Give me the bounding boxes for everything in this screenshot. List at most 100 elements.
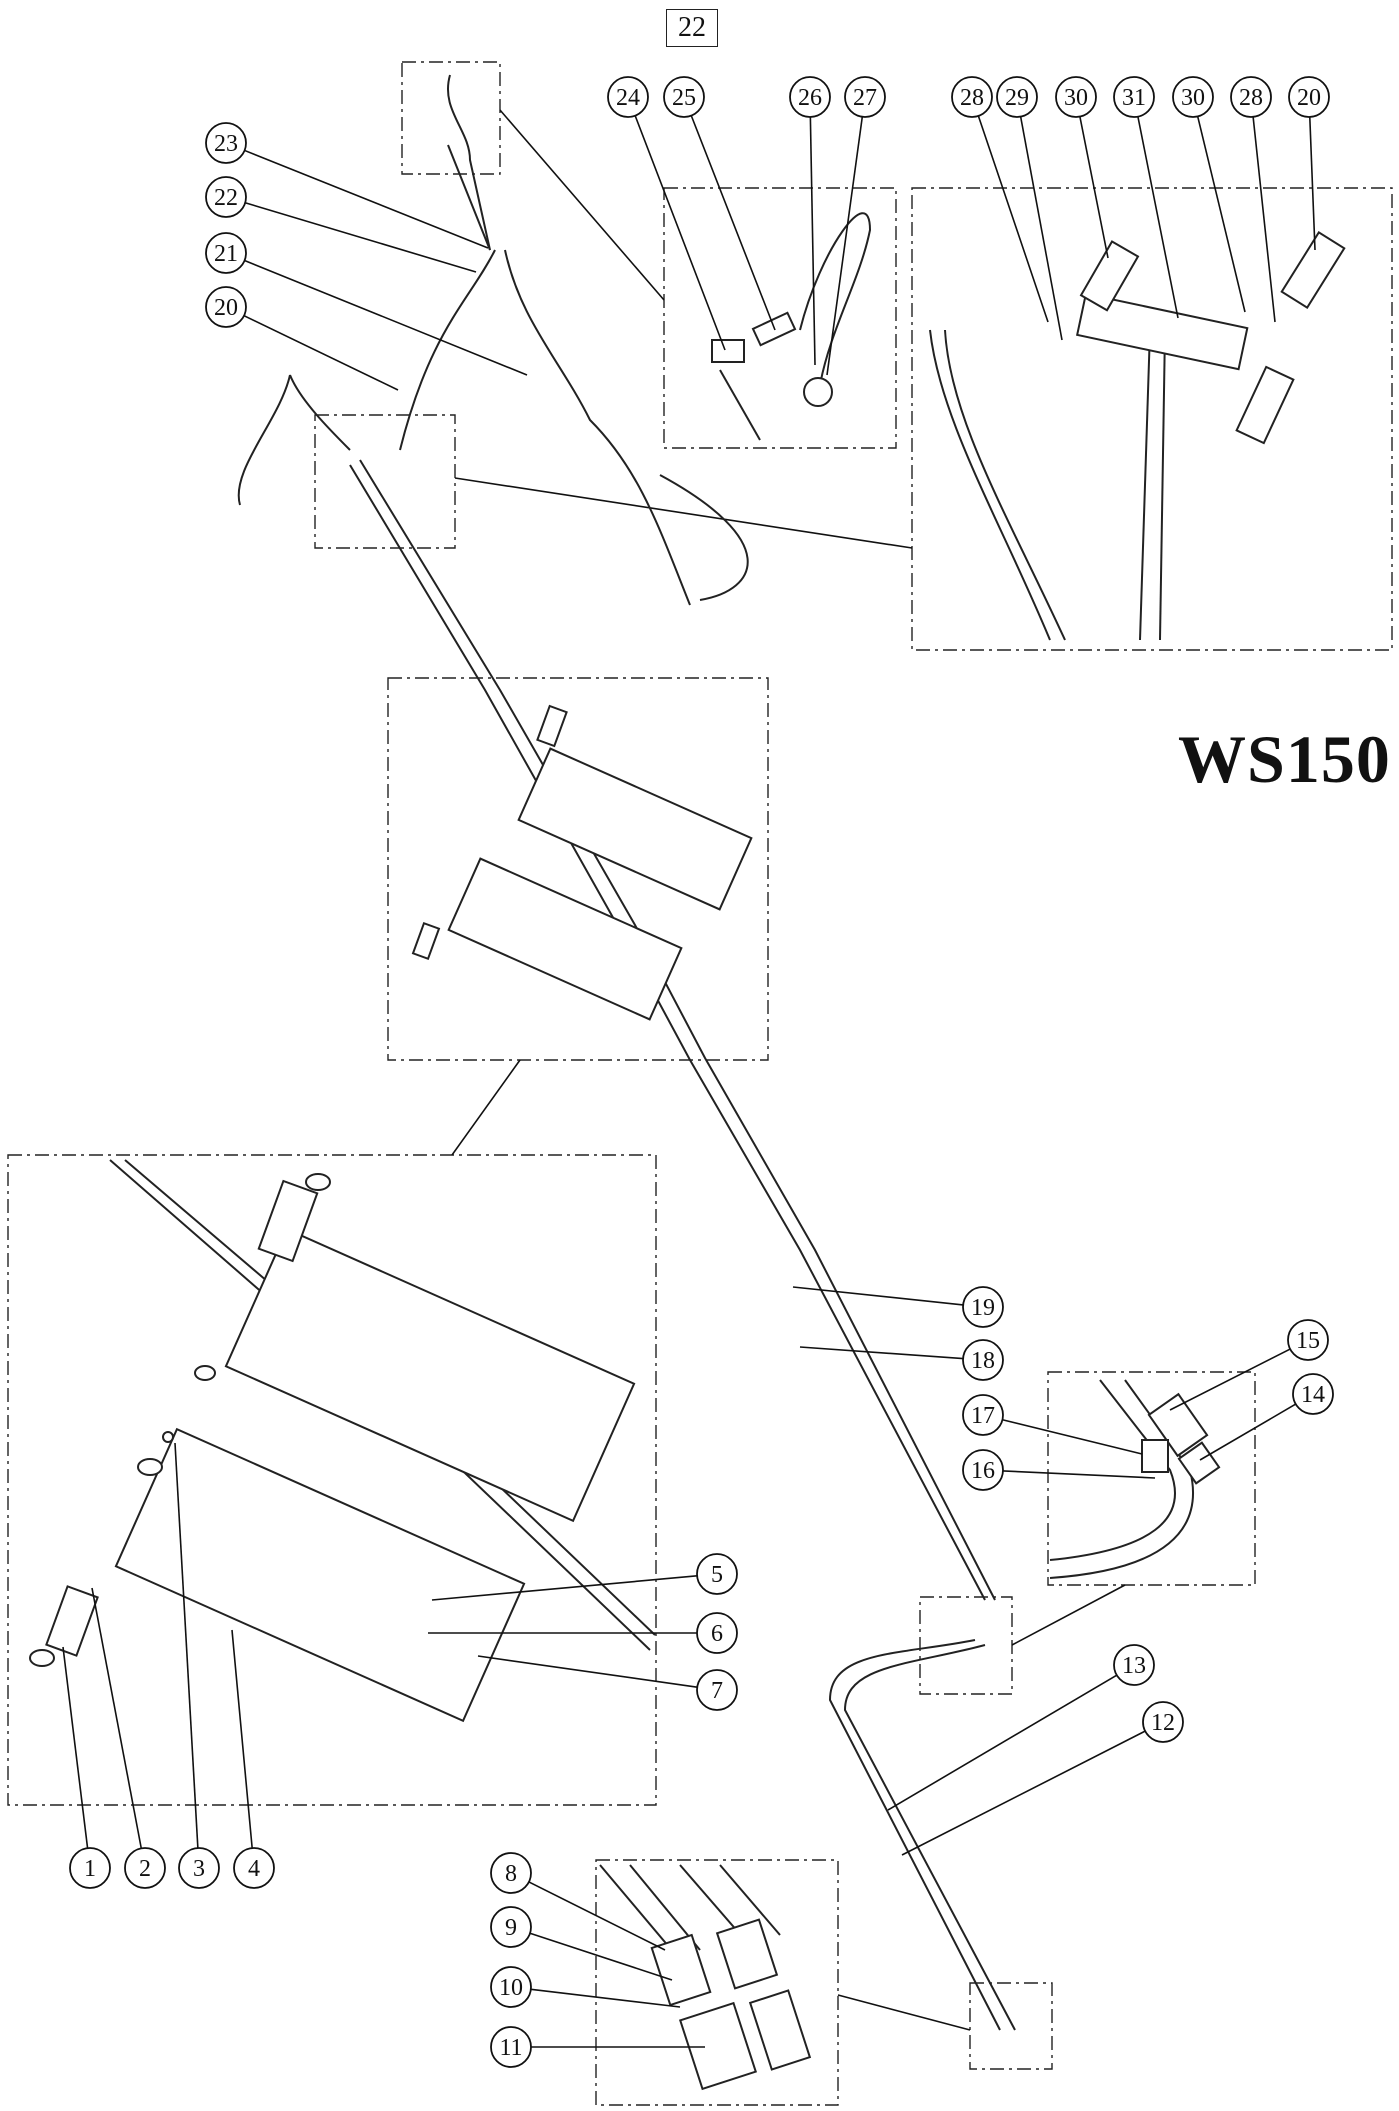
callout-6: 6: [428, 1612, 738, 1654]
callout-label: 1: [84, 1856, 96, 1882]
callout-7: 7: [477, 1655, 738, 1711]
callout-balloon: [996, 76, 1038, 118]
callout-label: 21: [214, 241, 238, 267]
callout-balloon: [607, 76, 649, 118]
callout-28: 28: [951, 76, 1049, 323]
junction-detail: [1049, 1379, 1221, 1579]
pin-small-bottom: [411, 921, 441, 961]
callout-leader-line: [91, 1587, 143, 1849]
callout-leader-line: [792, 1286, 964, 1306]
callout-15: 15: [1169, 1319, 1329, 1411]
callout-label: 19: [971, 1295, 995, 1321]
callout-leader-line: [1196, 116, 1246, 313]
callout-balloon: [205, 286, 247, 328]
callout-27: 27: [826, 76, 886, 376]
callout-label: 28: [1239, 85, 1263, 111]
callout-leader-line: [1252, 116, 1276, 323]
callout-9: 9: [490, 1906, 673, 1981]
callout-leader-line: [529, 1932, 673, 1981]
callout-balloon: [663, 76, 705, 118]
callout-11: 11: [490, 2026, 705, 2068]
callout-balloon: [962, 1286, 1004, 1328]
callout-label: 16: [971, 1458, 995, 1484]
callout-label: 20: [1297, 85, 1321, 111]
callout-leader-line: [690, 115, 776, 331]
cylinder-upper: [224, 1227, 636, 1523]
o-ring-bottom: [29, 1649, 55, 1667]
callout-label: 27: [853, 85, 877, 111]
callout-8: 8: [490, 1852, 666, 1951]
callout-22: 22: [205, 176, 477, 273]
frame-coupler-small: [969, 1982, 1053, 2070]
cylinder-detail: [29, 1159, 656, 1723]
frame-cylinder-detail: [7, 1154, 657, 1806]
callout-leader-line: [1169, 1348, 1291, 1411]
frame-connectors: [451, 109, 1126, 2031]
callout-leader-line: [243, 314, 399, 391]
callout-label: 29: [1005, 85, 1029, 111]
callout-label: 10: [499, 1975, 523, 2001]
callout-23: 23: [205, 122, 489, 249]
callout-leader-line: [62, 1646, 89, 1849]
frame-cylinder-small: [387, 677, 769, 1061]
elbow-fitting: [711, 339, 745, 363]
callout-balloon: [696, 1553, 738, 1595]
callout-20: 20: [1288, 76, 1330, 251]
hose-end-right: [1280, 230, 1346, 310]
callout-label: 26: [798, 85, 822, 111]
callout-label: 30: [1181, 85, 1205, 111]
callout-balloon: [1113, 1644, 1155, 1686]
cylinder-overview: [411, 704, 753, 1021]
callout-leader-line: [244, 201, 477, 273]
callout-balloon: [951, 76, 993, 118]
callout-balloon: [1288, 76, 1330, 118]
callout-30: 30: [1172, 76, 1246, 313]
callout-label: 5: [711, 1562, 723, 1588]
callout-balloon: [490, 2026, 532, 2068]
callout-2: 2: [91, 1587, 166, 1889]
callout-19: 19: [792, 1286, 1004, 1328]
callout-leader-line: [809, 116, 816, 366]
callout-label: 14: [1301, 1382, 1325, 1408]
callout-label: 8: [505, 1861, 517, 1887]
callout-label: 12: [1151, 1710, 1175, 1736]
frame-detail-14-17: [1047, 1371, 1256, 1586]
callout-leader-line: [1019, 116, 1063, 341]
callout-balloon: [233, 1847, 275, 1889]
callout-balloon: [124, 1847, 166, 1889]
callout-label: 17: [971, 1403, 995, 1429]
callout-balloon: [962, 1449, 1004, 1491]
callout-21: 21: [205, 232, 528, 376]
callout-balloon: [696, 1612, 738, 1654]
callout-balloon: [205, 176, 247, 218]
hose-cap: [803, 377, 833, 407]
quick-coupler-female: [678, 2001, 758, 2091]
callout-label: 24: [616, 85, 640, 111]
callout-label: 23: [214, 131, 238, 157]
callout-leader-line: [1308, 116, 1316, 251]
callout-label: 7: [711, 1678, 723, 1704]
callout-balloon: [69, 1847, 111, 1889]
grease-nipple: [162, 1431, 174, 1443]
hose-ferrule-right: [715, 1918, 779, 1990]
callout-leader-line: [528, 1881, 666, 1951]
callout-25: 25: [663, 76, 776, 331]
callout-leader-line: [1079, 116, 1109, 259]
callout-leader-line: [1199, 1403, 1297, 1461]
callout-balloon: [1287, 1319, 1329, 1361]
frame-tee-junction-small: [314, 414, 456, 549]
callout-label: 25: [672, 85, 696, 111]
frame-hose-loop-small: [401, 61, 501, 175]
callout-label: 15: [1296, 1328, 1320, 1354]
callout-balloon: [1230, 76, 1272, 118]
callout-label: 30: [1064, 85, 1088, 111]
o-ring-low: [137, 1458, 163, 1476]
callout-14: 14: [1199, 1373, 1334, 1461]
callout-label: 28: [960, 85, 984, 111]
callout-balloon: [178, 1847, 220, 1889]
callout-leader-line: [231, 1629, 253, 1849]
callout-label: 6: [711, 1621, 723, 1647]
page-number-box: 22: [666, 9, 718, 47]
